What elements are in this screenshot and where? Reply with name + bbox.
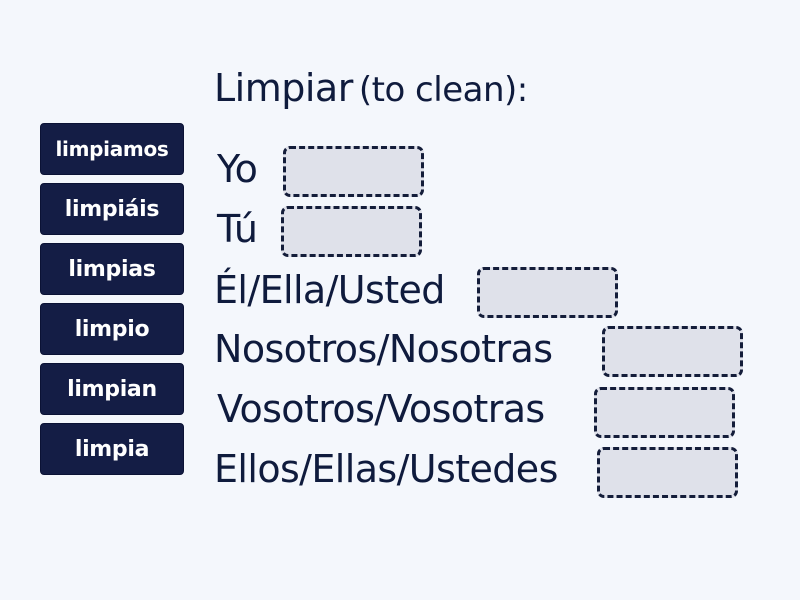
answer-tile-limpiamos[interactable]: limpiamos	[40, 123, 184, 175]
title-verb: Limpiar	[214, 66, 353, 110]
pronoun-label-tu: Tú	[217, 207, 258, 251]
drop-zone-ellos-ellas-ustedes[interactable]	[597, 447, 738, 498]
answer-tile-limpian[interactable]: limpian	[40, 363, 184, 415]
pronoun-label-nosotros: Nosotros/Nosotras	[214, 327, 553, 371]
drop-zone-yo[interactable]	[283, 146, 424, 197]
answer-tile-limpiais[interactable]: limpiáis	[40, 183, 184, 235]
title-translation: (to clean):	[358, 70, 528, 110]
drop-zone-el-ella-usted[interactable]	[477, 267, 618, 318]
pronoun-label-yo: Yo	[217, 147, 258, 191]
answer-tile-limpias[interactable]: limpias	[40, 243, 184, 295]
answer-tile-limpia[interactable]: limpia	[40, 423, 184, 475]
drop-zone-tu[interactable]	[281, 206, 422, 257]
drop-zone-nosotros[interactable]	[602, 326, 743, 377]
drop-zone-vosotros[interactable]	[594, 387, 735, 438]
answer-tile-limpio[interactable]: limpio	[40, 303, 184, 355]
activity-title: Limpiar(to clean):	[214, 66, 528, 110]
pronoun-label-ellos-ellas-ustedes: Ellos/Ellas/Ustedes	[214, 447, 558, 491]
pronoun-label-el-ella-usted: Él/Ella/Usted	[214, 268, 445, 312]
pronoun-label-vosotros: Vosotros/Vosotras	[217, 387, 545, 431]
